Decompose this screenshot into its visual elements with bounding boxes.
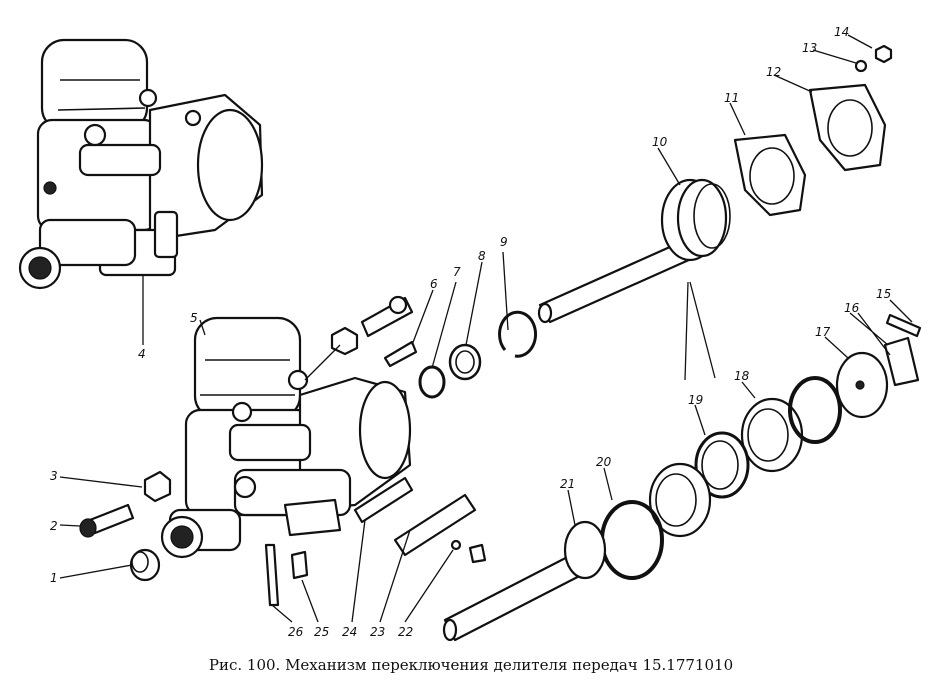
part-9-circlip — [498, 310, 538, 358]
label-7: 7 — [453, 265, 461, 279]
label-24: 24 — [342, 625, 357, 639]
label-23: 23 — [370, 625, 385, 639]
label-9: 9 — [500, 235, 508, 249]
part-12-cover — [808, 83, 887, 172]
part-16-plate — [883, 336, 920, 387]
part-17-disk — [835, 351, 889, 419]
assembly-4 — [18, 38, 264, 290]
part-14-nut — [874, 44, 893, 64]
label-2: 2 — [50, 519, 58, 533]
part-26-pin — [264, 543, 280, 607]
label-19: 19 — [688, 393, 703, 407]
part-6-stud — [330, 295, 418, 368]
part-8-washer — [448, 343, 482, 381]
part-15-screw — [885, 313, 922, 338]
label-3: 3 — [50, 469, 58, 483]
part-25-spring — [290, 550, 309, 580]
label-14: 14 — [834, 25, 849, 39]
part-7-ring — [418, 365, 446, 399]
o-ring-right — [788, 376, 842, 444]
figure-caption: Рис. 100. Механизм переключения делителя… — [208, 656, 734, 674]
part-18-seal — [740, 397, 804, 473]
label-13: 13 — [802, 41, 817, 55]
label-6: 6 — [430, 277, 438, 291]
part-13-washer — [854, 59, 868, 73]
label-16: 16 — [844, 301, 860, 315]
label-4: 4 — [138, 347, 146, 361]
part-10-piston — [537, 178, 731, 324]
label-11: 11 — [724, 91, 739, 105]
part-20-o-ring — [600, 500, 664, 580]
washer-middle — [648, 462, 712, 538]
label-8: 8 — [478, 249, 486, 263]
leader-lines — [59, 34, 913, 623]
label-18: 18 — [734, 369, 750, 383]
part-21-rod — [442, 520, 607, 642]
label-17: 17 — [815, 325, 831, 339]
part-24-gasket — [353, 476, 414, 524]
label-15: 15 — [876, 287, 891, 301]
part-19-ring — [694, 431, 750, 499]
part-1-bushing — [129, 548, 161, 582]
part-labels: 1 2 3 4 5 6 7 8 9 10 11 12 13 14 15 16 1… — [50, 25, 891, 639]
housing-5 — [160, 316, 412, 559]
part-2-bolt — [79, 503, 135, 538]
part-23-gasket — [393, 493, 477, 557]
label-20: 20 — [596, 455, 612, 469]
label-21: 21 — [560, 477, 575, 491]
label-10: 10 — [652, 135, 668, 149]
label-25: 25 — [314, 625, 329, 639]
label-26: 26 — [288, 625, 304, 639]
part-11-gasket — [733, 133, 807, 217]
label-12: 12 — [766, 65, 781, 79]
label-5: 5 — [190, 311, 198, 325]
part-22-screw — [450, 539, 487, 564]
label-22: 22 — [398, 625, 413, 639]
label-1: 1 — [50, 571, 58, 585]
part-3-nut — [143, 470, 172, 503]
